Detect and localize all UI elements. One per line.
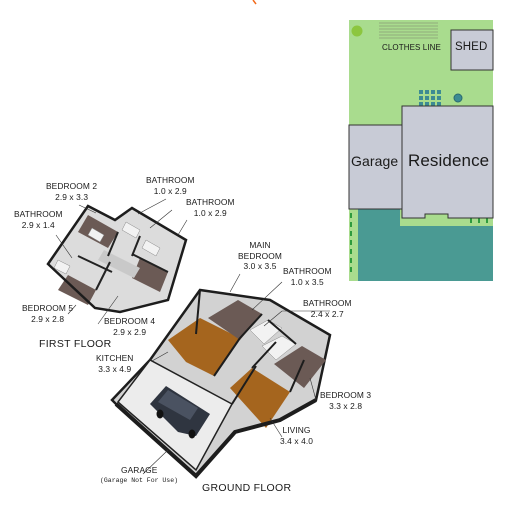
room-label-garage: GARAGE [121, 465, 157, 476]
room-name: BEDROOM 4 [104, 316, 156, 326]
room-name: BATHROOM [283, 266, 332, 276]
room-size: 1.0 x 2.9 [193, 207, 227, 218]
room-size: 3.3 x 4.9 [98, 363, 132, 374]
first-floor-plan [46, 204, 188, 314]
room-label-living: LIVING 3.4 x 4.0 [280, 425, 313, 446]
orange-mark [252, 0, 257, 5]
room-label-bedroom-3: BEDROOM 3 3.3 x 2.8 [320, 390, 371, 411]
shed-label: SHED [455, 41, 488, 53]
room-name: BATHROOM [303, 298, 352, 308]
room-label-bathroom-gf: BATHROOM 2.4 x 2.7 [303, 298, 352, 319]
room-name: BEDROOM 5 [22, 303, 74, 313]
garage-label: Garage [351, 153, 399, 169]
clothes-line-label: CLOTHES LINE [382, 43, 441, 52]
room-size: 3.0 x 3.5 [243, 261, 277, 271]
room-name: BATHROOM [14, 209, 63, 219]
room-label-bedroom-4: BEDROOM 4 2.9 x 2.9 [104, 316, 155, 337]
fence-dots [350, 213, 488, 272]
clothes-line-icon [379, 22, 438, 39]
tree-icon [351, 25, 363, 37]
room-name: BEDROOM 3 [320, 390, 372, 400]
residence-building [401, 105, 494, 219]
room-size: 3.4 x 4.0 [280, 435, 314, 446]
room-name: GARAGE [121, 465, 158, 475]
room-name: BATHROOM [186, 197, 235, 207]
pavers-icon [419, 90, 441, 106]
room-name: BEDROOM [238, 250, 282, 261]
room-name: BATHROOM [146, 175, 195, 185]
leader-lines [55, 198, 330, 475]
room-label-bathroom-top: BATHROOM 1.0 x 2.9 [146, 175, 195, 196]
room-name: KITCHEN [96, 353, 134, 363]
room-name: MAIN [249, 240, 271, 250]
residence-label: Residence [408, 151, 490, 170]
garage-note: (Garage Not For Use) [100, 477, 179, 484]
room-label-bathroom-mid: BATHROOM 1.0 x 2.9 [186, 197, 235, 218]
room-label-main-bedroom: MAIN BEDROOM 3.0 x 3.5 [238, 240, 282, 272]
garage-building [348, 124, 403, 210]
room-size: 2.9 x 1.4 [21, 219, 55, 230]
first-floor-title: FIRST FLOOR [39, 338, 112, 350]
tank-icon [453, 93, 463, 103]
shed [450, 29, 494, 71]
room-name: LIVING [282, 425, 311, 435]
room-size: 3.3 x 2.8 [329, 400, 363, 411]
room-name: BEDROOM 2 [46, 181, 98, 191]
room-label-kitchen: KITCHEN 3.3 x 4.9 [96, 353, 133, 374]
driveway [358, 208, 400, 281]
ground-floor-plan [110, 288, 332, 479]
room-label-bathroom-main: BATHROOM 1.0 x 3.5 [283, 266, 332, 287]
room-size: 2.9 x 3.3 [55, 191, 89, 202]
room-label-bedroom-2: BEDROOM 2 2.9 x 3.3 [46, 181, 97, 202]
room-size: 1.0 x 2.9 [153, 185, 187, 196]
side-path [400, 226, 493, 281]
ground-floor-title: GROUND FLOOR [202, 482, 292, 494]
room-label-bedroom-5: BEDROOM 5 2.9 x 2.8 [22, 303, 73, 324]
car-icon [150, 386, 210, 439]
room-size: 2.9 x 2.8 [31, 313, 65, 324]
room-label-bathroom-left: BATHROOM 2.9 x 1.4 [14, 209, 63, 230]
room-size: 1.0 x 3.5 [290, 276, 324, 287]
room-size: 2.4 x 2.7 [310, 308, 344, 319]
room-size: 2.9 x 2.9 [113, 326, 147, 337]
